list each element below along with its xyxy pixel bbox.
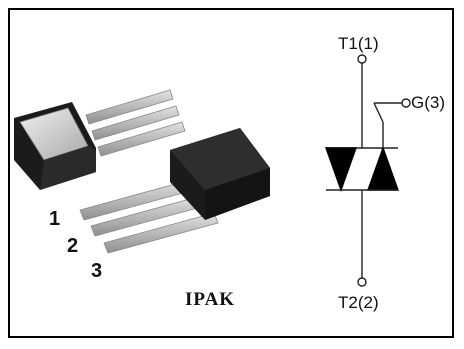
pin-number-2: 2: [67, 235, 79, 257]
triac-symbol: [325, 54, 411, 287]
triac-down-triangle: [325, 147, 357, 193]
front-body: [170, 128, 270, 220]
t2-terminal-circle: [357, 277, 367, 287]
gate-terminal-circle: [401, 98, 411, 108]
gate-lead-slant: [373, 102, 384, 123]
gate-label: G(3): [411, 93, 445, 112]
back-body: [14, 102, 96, 190]
triac-up-triangle: [367, 145, 399, 191]
t2-label: T2(2): [338, 293, 379, 312]
pin-number-1: 1: [49, 208, 61, 230]
back-leads: [85, 89, 186, 157]
ipak-back-view: [14, 89, 186, 190]
t1-terminal-circle: [357, 54, 367, 64]
package-label: IPAK: [185, 289, 236, 310]
t1-label: T1(1): [338, 34, 379, 53]
ipak-front-view: [79, 128, 270, 254]
pin-number-3: 3: [91, 260, 103, 282]
